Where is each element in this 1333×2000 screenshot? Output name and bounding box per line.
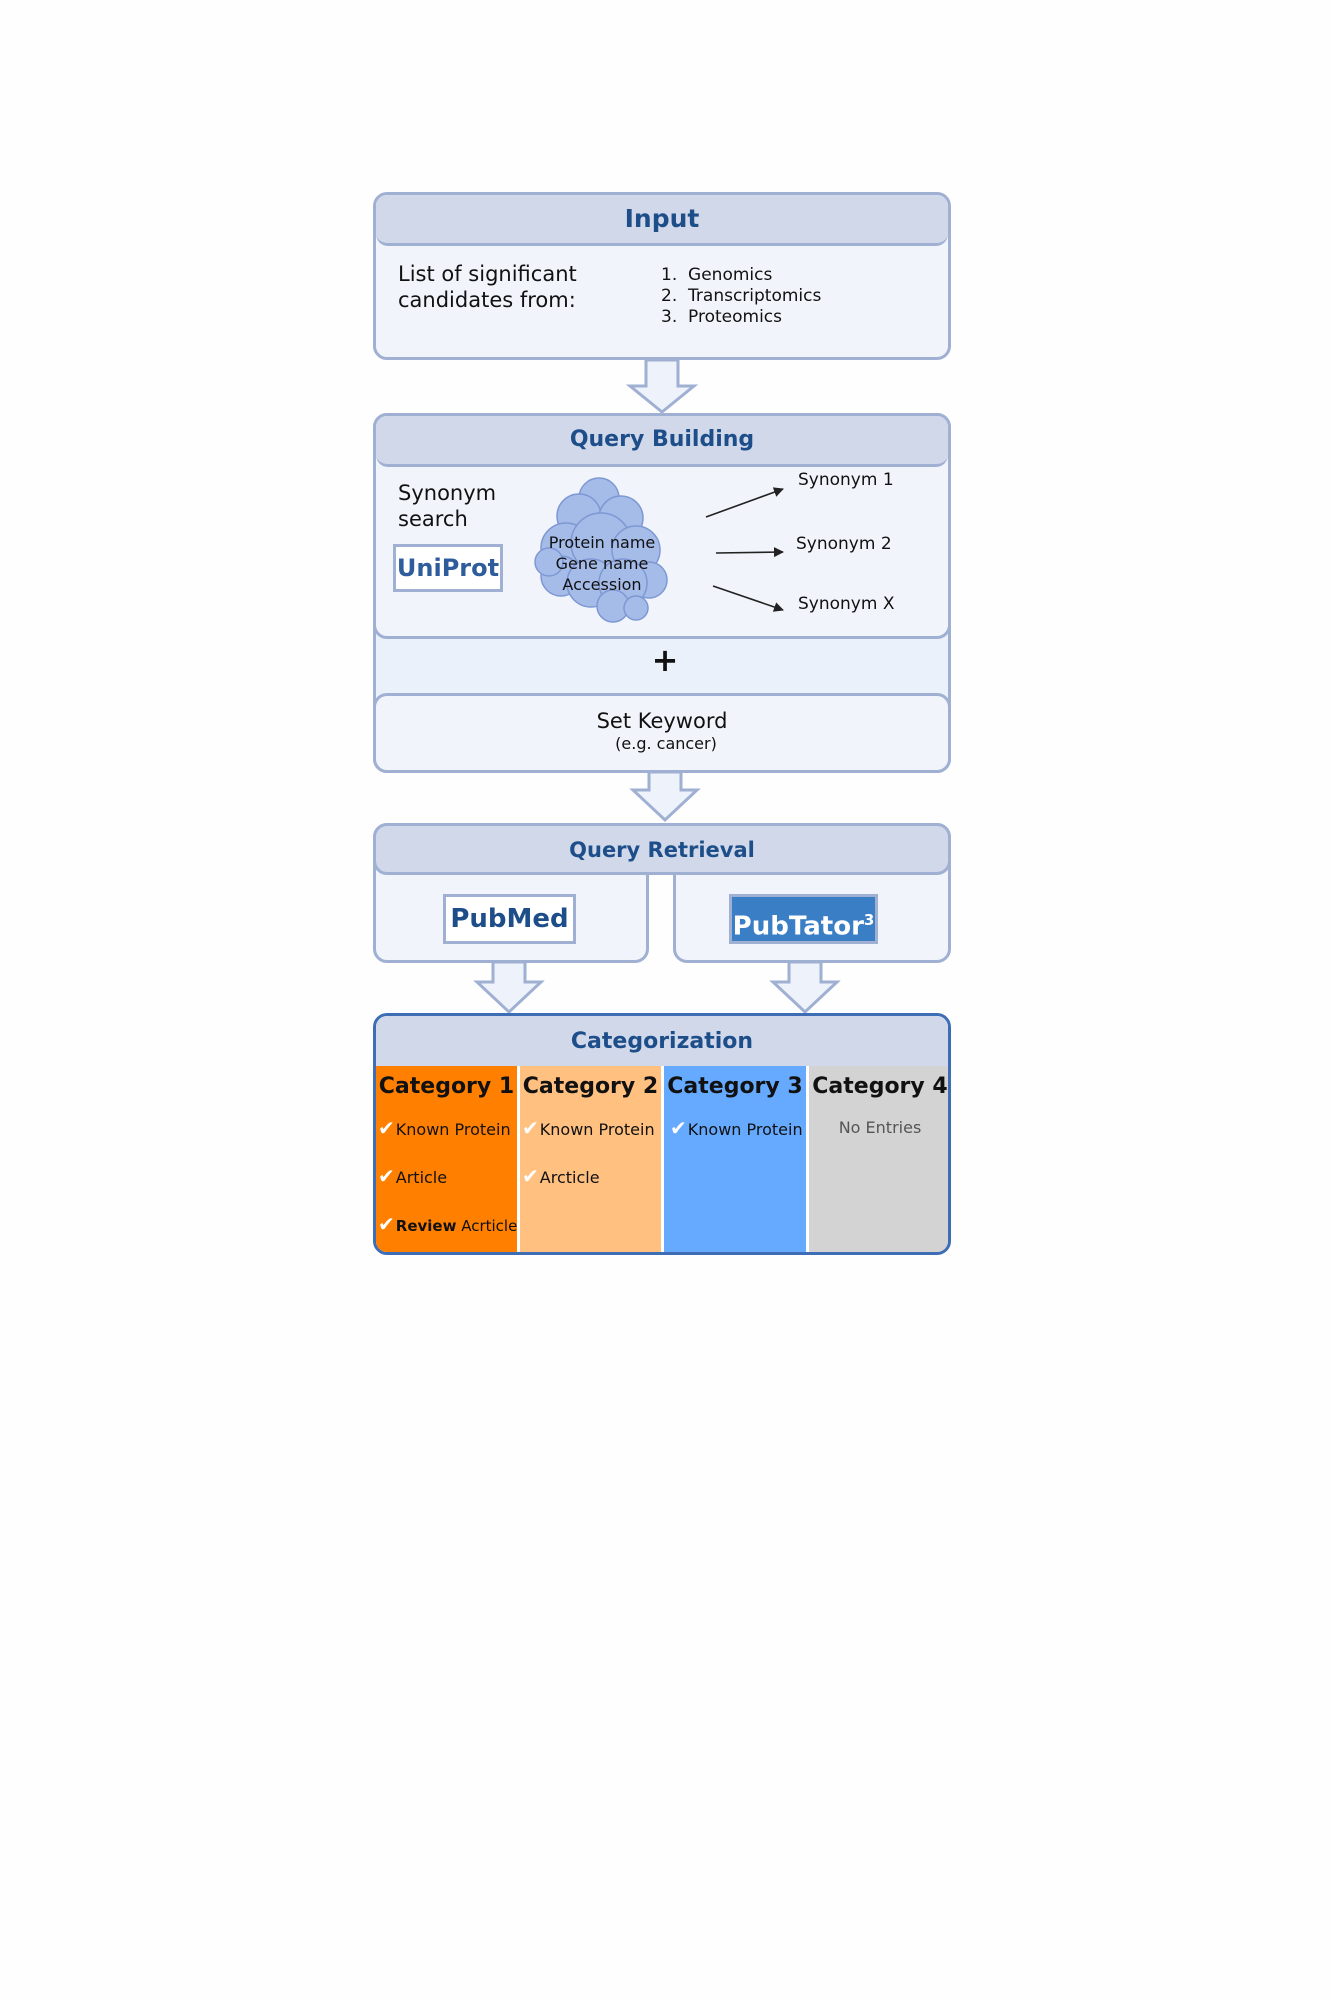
category-3-column: Category 3 ✔Known Protein xyxy=(664,1066,806,1252)
check-icon: ✔ xyxy=(378,1164,395,1188)
check-icon: ✔ xyxy=(378,1116,395,1140)
synonym-arrows xyxy=(705,487,784,612)
synonym-x: Synonym X xyxy=(798,594,895,614)
categorization-title: Categorization xyxy=(376,1016,948,1066)
input-description-line2: candidates from: xyxy=(398,288,576,312)
uniprot-logo: UniProt xyxy=(393,544,503,592)
protein-structure-icon xyxy=(534,477,668,623)
category-2-column: Category 2 ✔Known Protein ✔Arcticle xyxy=(520,1066,661,1252)
query-retrieval-title: Query Retrieval xyxy=(373,823,951,875)
protein-fields: Protein name Gene name Accession xyxy=(521,532,683,595)
pubtator-logo-superscript: 3 xyxy=(863,911,875,929)
protein-field-protein-name: Protein name xyxy=(548,533,656,552)
plus-sign: + xyxy=(651,641,679,679)
category-1-item: ✔Review Acrticle xyxy=(378,1212,518,1236)
category-3-item: ✔Known Protein xyxy=(670,1116,803,1140)
arrow-input-to-query-building xyxy=(625,358,699,414)
synonym-2: Synonym 2 xyxy=(796,534,892,554)
category-4-title: Category 4 xyxy=(812,1074,948,1099)
check-icon: ✔ xyxy=(378,1212,395,1236)
check-icon: ✔ xyxy=(522,1116,539,1140)
category-4-column: Category 4 No Entries xyxy=(809,1066,948,1252)
category-3-title: Category 3 xyxy=(667,1074,803,1099)
input-sources-list: 1. Genomics 2. Transcriptomics 3. Proteo… xyxy=(661,265,821,328)
categorization-panel: Categorization Category 1 ✔Known Protein… xyxy=(373,1013,951,1255)
category-2-item: ✔Arcticle xyxy=(522,1164,600,1188)
source-item: 1. Genomics xyxy=(661,265,773,285)
set-keyword-example: (e.g. cancer) xyxy=(615,734,717,753)
category-4-empty-text: No Entries xyxy=(838,1118,922,1137)
arrow-pubtator-to-categorization xyxy=(769,960,841,1015)
query-building-panel: Query Building Synonym search UniProt Pr… xyxy=(373,413,951,639)
check-icon: ✔ xyxy=(670,1116,687,1140)
input-description: List of significant candidates from: xyxy=(398,261,577,313)
set-keyword-panel: Set Keyword (e.g. cancer) xyxy=(373,693,951,773)
check-icon: ✔ xyxy=(522,1164,539,1188)
input-title: Input xyxy=(376,195,948,246)
arrow-pubmed-to-categorization xyxy=(473,960,545,1015)
category-1-item: ✔Known Protein xyxy=(378,1116,511,1140)
source-item: 3. Proteomics xyxy=(661,307,783,327)
category-2-title: Category 2 xyxy=(522,1074,659,1099)
input-description-line1: List of significant xyxy=(398,262,577,286)
protein-field-gene-name: Gene name xyxy=(555,554,649,573)
category-1-item: ✔Article xyxy=(378,1164,448,1188)
input-panel: Input List of significant candidates fro… xyxy=(373,192,951,360)
pubmed-logo: PubMed xyxy=(443,894,576,944)
protein-field-accession: Accession xyxy=(562,575,642,594)
pubtator-logo: PubTator3 xyxy=(729,894,878,944)
source-item: 2. Transcriptomics xyxy=(661,286,822,306)
category-1-title: Category 1 xyxy=(378,1074,515,1099)
query-building-title: Query Building xyxy=(376,416,948,467)
pubtator-logo-text: PubTator xyxy=(732,911,864,942)
synonym-1: Synonym 1 xyxy=(798,470,894,490)
category-1-column: Category 1 ✔Known Protein ✔Article ✔Revi… xyxy=(376,1066,518,1252)
arrow-keyword-to-retrieval xyxy=(629,770,701,823)
category-2-item: ✔Known Protein xyxy=(522,1116,655,1140)
set-keyword-title: Set Keyword xyxy=(596,709,728,733)
synonym-search-label: Synonym search xyxy=(398,481,497,531)
